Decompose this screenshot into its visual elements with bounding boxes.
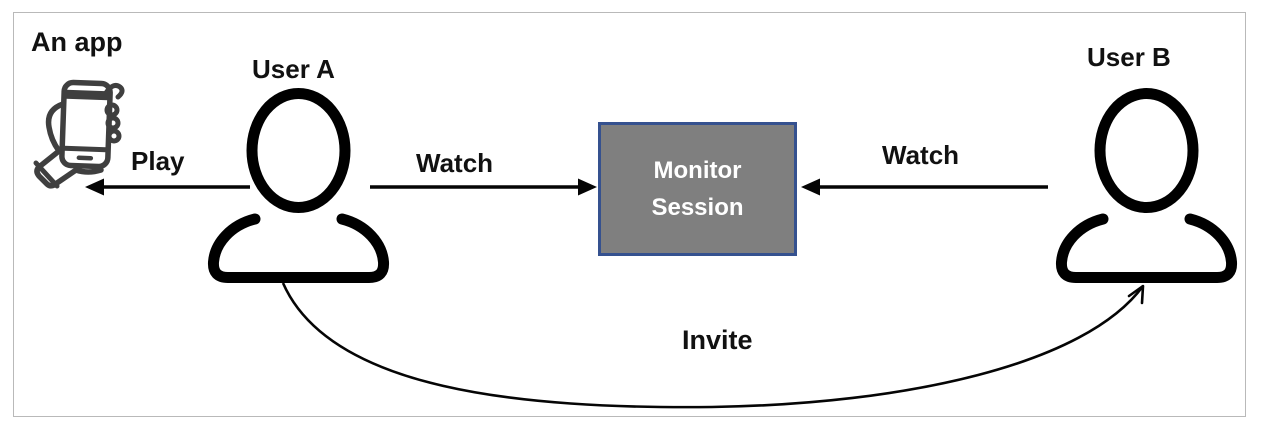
play-arrow [85, 178, 250, 196]
watch-arrow-user-b [801, 178, 1048, 196]
hand-holding-phone-icon [33, 79, 125, 189]
user-b-icon [1055, 88, 1238, 283]
user-b-label: User B [1087, 42, 1171, 72]
watch-arrow-user-a [370, 178, 597, 196]
app-label: An app [31, 27, 123, 57]
watch-b-arrow-label: Watch [882, 140, 960, 170]
invite-arrow-label: Invite [682, 325, 753, 355]
invite-arrow [281, 282, 1145, 409]
user-a-icon [207, 88, 390, 283]
watch-a-arrow-label: Watch [416, 148, 494, 178]
user-a-label: User A [252, 54, 335, 84]
monitor-session-box: Monitor Session [598, 122, 797, 256]
play-arrow-label: Play [131, 146, 185, 176]
monitor-session-line-1: Monitor [653, 157, 742, 184]
monitor-session-line-2: Session [651, 194, 744, 221]
